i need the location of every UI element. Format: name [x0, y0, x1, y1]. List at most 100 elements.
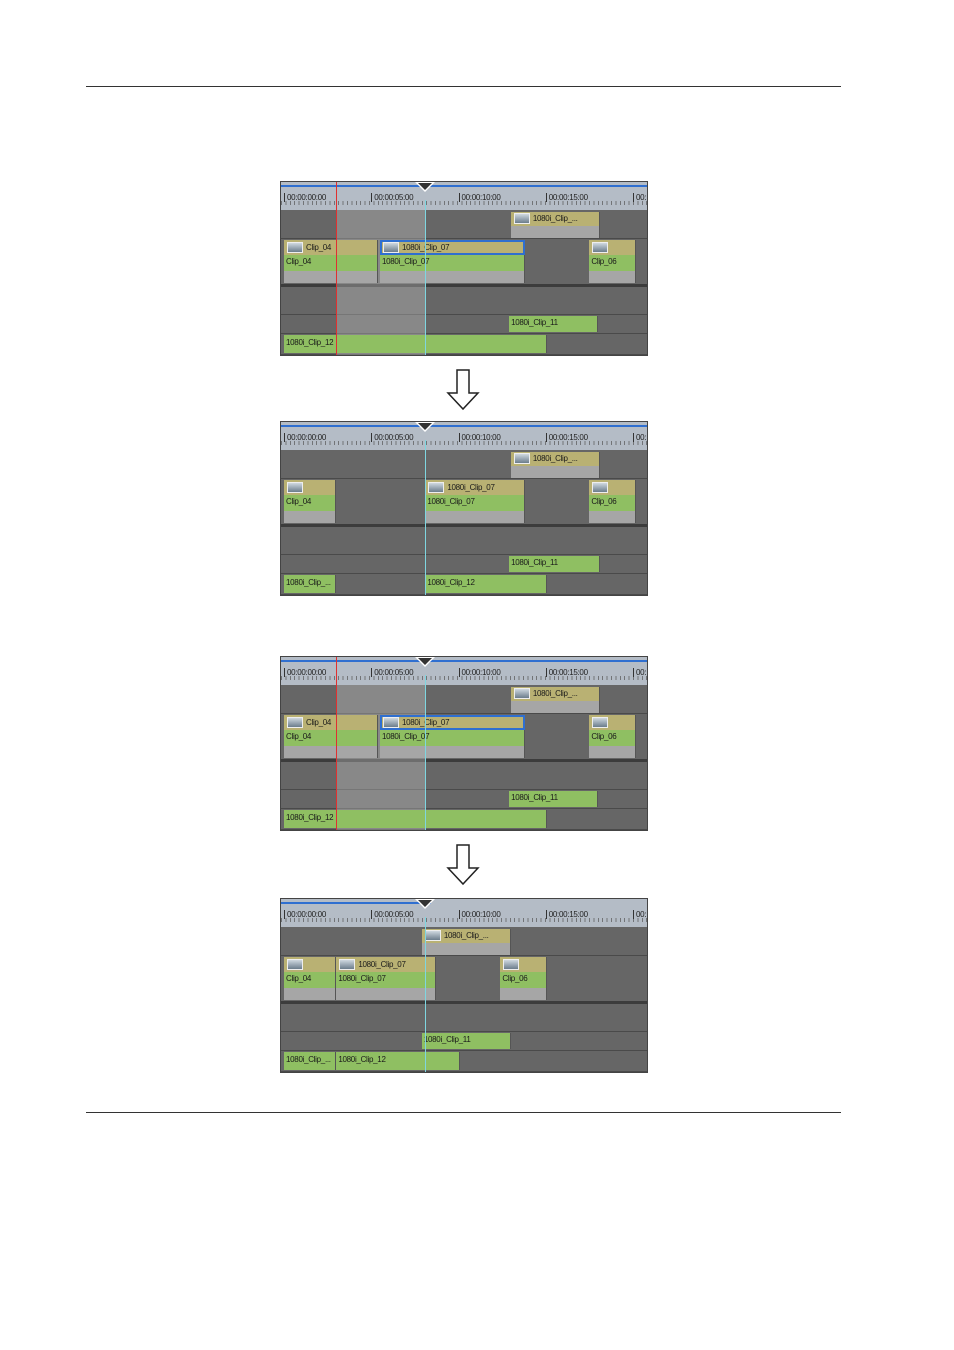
ruler-timecode: 00:00:00:00 — [284, 910, 326, 919]
clip-video-header[interactable]: 1080i_Clip_07 — [379, 715, 525, 730]
timeline-clip[interactable]: Clip_06 — [500, 956, 548, 1001]
clip-lower — [284, 746, 379, 758]
clip-audio-label[interactable]: 1080i_Clip_12 — [336, 1052, 461, 1070]
timeline-clip[interactable]: 1080i_Clip_12 — [336, 1051, 461, 1071]
clip-lower — [425, 511, 525, 523]
clip-video-header[interactable] — [500, 957, 548, 972]
timeline-clip[interactable]: 1080i_Clip_12 — [284, 809, 548, 829]
clip-thumbnail — [592, 717, 609, 729]
clip-lower — [284, 511, 337, 523]
clip-audio-label[interactable]: Clip_06 — [589, 730, 637, 746]
clip-audio-label[interactable]: Clip_06 — [500, 972, 548, 988]
playhead-line — [425, 200, 427, 355]
clip-thumbnail — [503, 959, 520, 971]
clip-label: Clip_04 — [306, 243, 332, 252]
clip-video-header[interactable]: Clip_04 — [284, 715, 379, 730]
timeline-clip[interactable]: 1080i_Clip_... — [284, 574, 337, 594]
clip-video-header[interactable]: 1080i_Clip_07 — [379, 240, 525, 255]
clip-label: 1080i_Clip_... — [532, 214, 578, 223]
ruler-timecode: 00: — [633, 668, 647, 677]
ruler-timecode: 00:00:05:00 — [371, 433, 414, 442]
playhead-line — [425, 440, 427, 595]
playhead-handle[interactable] — [415, 182, 436, 192]
clip-video-header[interactable] — [589, 240, 637, 255]
clip-video-header[interactable] — [589, 480, 637, 495]
clip-audio-label[interactable]: 1080i_Clip_11 — [509, 556, 600, 572]
timeline-clip[interactable]: Clip_04 — [284, 479, 337, 524]
playhead-handle[interactable] — [415, 899, 436, 909]
timeline-clip[interactable]: Clip_04 — [284, 956, 337, 1001]
clip-audio-label[interactable]: Clip_04 — [284, 255, 379, 271]
clip-audio-label[interactable]: Clip_04 — [284, 495, 337, 511]
timeline-clip[interactable]: 1080i_Clip_11 — [509, 790, 599, 808]
timeline-clip[interactable]: 1080i_Clip_11 — [421, 1032, 511, 1050]
timeline-clip[interactable]: 1080i_Clip_... — [421, 927, 511, 955]
timeline-clip[interactable]: 1080i_Clip_11 — [509, 315, 599, 333]
in-point-line — [336, 657, 338, 830]
clip-video-header[interactable]: 1080i_Clip_... — [510, 212, 600, 226]
timeline-clip[interactable]: 1080i_Clip_12 — [425, 574, 548, 594]
clip-audio-label[interactable]: 1080i_Clip_12 — [284, 810, 548, 828]
timeline-clip[interactable]: 1080i_Clip_... — [284, 1051, 337, 1071]
clip-label: 1080i_Clip_07 — [447, 483, 495, 492]
clip-audio-label[interactable]: 1080i_Clip_07 — [425, 495, 525, 511]
clip-video-header[interactable] — [284, 957, 337, 972]
clip-audio-label[interactable]: 1080i_Clip_... — [284, 575, 337, 593]
clip-audio-label[interactable]: 1080i_Clip_12 — [425, 575, 548, 593]
clip-lower — [510, 466, 600, 478]
clip-video-header[interactable]: 1080i_Clip_... — [421, 929, 511, 943]
timeline-clip[interactable]: Clip_06 — [589, 714, 637, 759]
clip-thumbnail — [513, 213, 530, 225]
timeline-clip[interactable]: 1080i_Clip_... — [510, 685, 600, 713]
ruler-timecode: 00:00:10:00 — [458, 910, 501, 919]
clip-audio-label[interactable]: 1080i_Clip_11 — [509, 791, 599, 807]
clip-audio-label[interactable]: Clip_04 — [284, 730, 379, 746]
clip-audio-label[interactable]: 1080i_Clip_12 — [284, 335, 548, 353]
playhead-handle[interactable] — [415, 422, 436, 432]
clip-thumbnail — [287, 242, 303, 254]
track-gap[interactable] — [281, 287, 647, 315]
clip-video-header[interactable]: 1080i_Clip_... — [510, 687, 600, 701]
ruler-timecode: 00:00:00:00 — [284, 668, 326, 677]
clip-video-header[interactable] — [284, 480, 337, 495]
timeline-clip[interactable]: 1080i_Clip_... — [510, 450, 600, 478]
clip-video-header[interactable]: 1080i_Clip_07 — [425, 480, 525, 495]
track-gap[interactable] — [281, 527, 647, 555]
ruler-range-bar — [281, 425, 647, 427]
timeline-clip[interactable]: 1080i_Clip_07 1080i_Clip_07 — [425, 479, 525, 524]
playhead-handle[interactable] — [415, 657, 436, 667]
timeline-clip[interactable]: 1080i_Clip_... — [510, 210, 600, 238]
clip-video-header[interactable]: Clip_04 — [284, 240, 379, 255]
clip-video-header[interactable]: 1080i_Clip_07 — [336, 957, 436, 972]
clip-audio-label[interactable]: Clip_06 — [589, 255, 637, 271]
timeline-clip[interactable]: Clip_06 — [589, 239, 637, 284]
clip-audio-label[interactable]: 1080i_Clip_07 — [379, 730, 525, 746]
clip-label: 1080i_Clip_... — [532, 689, 578, 698]
clip-audio-label[interactable]: 1080i_Clip_... — [284, 1052, 337, 1070]
clip-lower — [284, 988, 337, 1000]
timeline-clip[interactable]: 1080i_Clip_11 — [509, 555, 600, 573]
ruler-timecode: 00:00:10:00 — [458, 193, 501, 202]
clip-audio-label[interactable]: 1080i_Clip_07 — [336, 972, 436, 988]
clip-audio-label[interactable]: Clip_06 — [589, 495, 637, 511]
clip-video-header[interactable]: 1080i_Clip_... — [510, 452, 600, 466]
track-gap[interactable] — [281, 762, 647, 790]
timeline-clip[interactable]: Clip_06 — [589, 479, 637, 524]
ruler-timecode: 00: — [633, 193, 647, 202]
clip-audio-label[interactable]: 1080i_Clip_11 — [421, 1033, 511, 1049]
clip-audio-label[interactable]: Clip_04 — [284, 972, 337, 988]
track-gap[interactable] — [281, 1004, 647, 1032]
clip-audio-label[interactable]: 1080i_Clip_07 — [379, 255, 525, 271]
clip-video-header[interactable] — [589, 715, 637, 730]
clip-audio-label[interactable]: 1080i_Clip_11 — [509, 316, 599, 332]
timeline-clip[interactable]: 1080i_Clip_12 — [284, 334, 548, 354]
